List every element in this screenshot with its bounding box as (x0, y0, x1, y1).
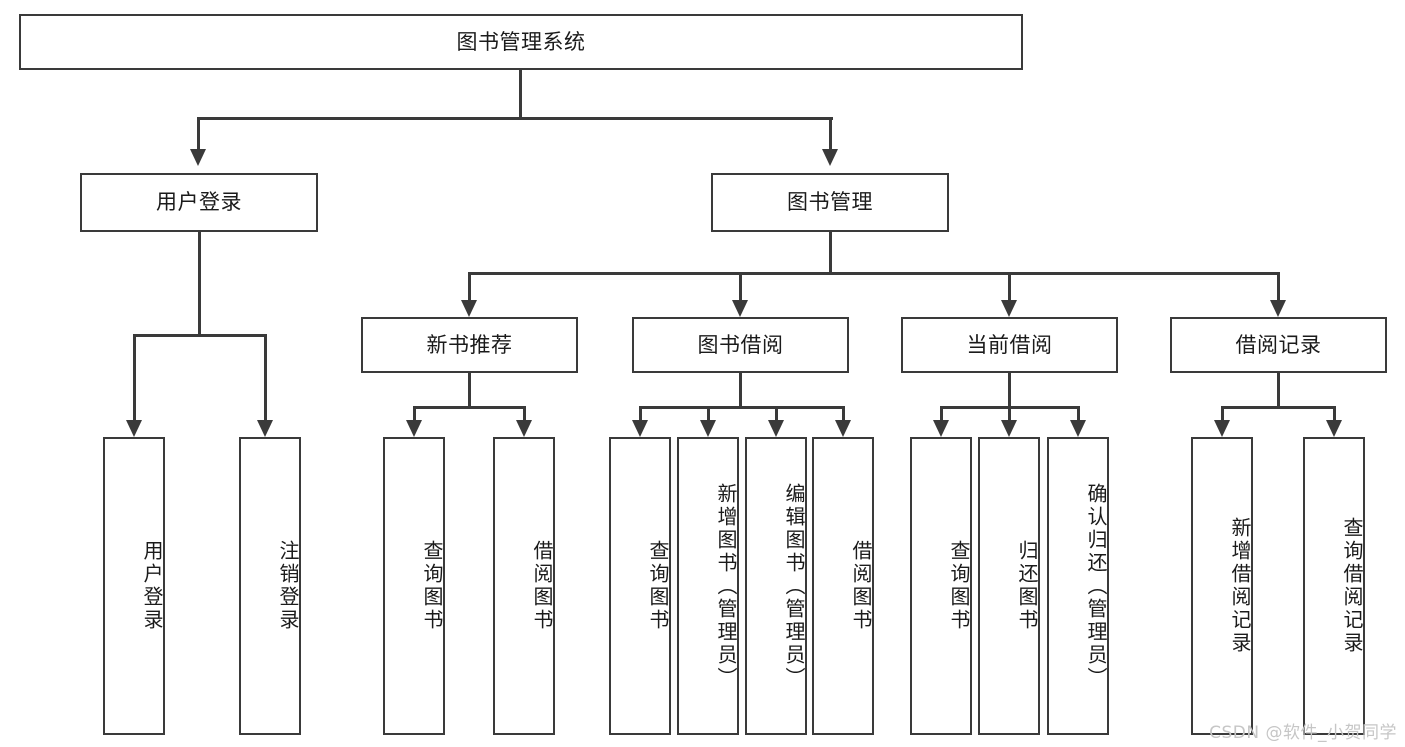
arrowhead-user-login (190, 149, 206, 166)
node-current-borrow[interactable]: 当前借阅 (901, 317, 1118, 373)
arrowhead-new-book-leaf-2 (516, 420, 532, 437)
arrowhead-current-borrow-leaf-2 (1001, 420, 1017, 437)
node-label: 查询图书 (646, 540, 670, 632)
arrowhead-book-manage (822, 149, 838, 166)
connector-current-borrow-stem (1008, 373, 1011, 409)
arrowhead-borrow-record-leaf-1 (1214, 420, 1230, 437)
arrowhead-l3-book-borrow (732, 300, 748, 317)
connector-borrow-record-stem (1277, 373, 1280, 409)
leaf-current-borrow-return[interactable]: 归还图书 (978, 437, 1040, 735)
leaf-new-book-borrow[interactable]: 借阅图书 (493, 437, 555, 735)
leaf-book-borrow-borrow[interactable]: 借阅图书 (812, 437, 874, 735)
connector-new-book-to-leaf-2 (523, 406, 526, 420)
node-label: 借阅记录 (1235, 332, 1322, 357)
leaf-new-book-query[interactable]: 查询图书 (383, 437, 445, 735)
connector-user-login-stem (198, 232, 201, 336)
node-root-system[interactable]: 图书管理系统 (19, 14, 1023, 70)
node-label: 确认归还（管理员） (1084, 482, 1108, 690)
arrowhead-book-borrow-leaf-3 (768, 420, 784, 437)
leaf-current-borrow-confirm-return[interactable]: 确认归还（管理员） (1047, 437, 1109, 735)
node-label: 图书管理系统 (456, 29, 586, 54)
connector-root-to-user-login (197, 117, 200, 149)
node-label: 编辑图书（管理员） (782, 482, 806, 690)
connector-borrow-record-to-leaf-2 (1333, 406, 1336, 420)
connector-book-borrow-stem (739, 373, 742, 409)
connector-borrow-record-bus (1221, 406, 1336, 409)
connector-book-manage-to-l3-1 (468, 272, 471, 300)
leaf-borrow-record-add[interactable]: 新增借阅记录 (1191, 437, 1253, 735)
node-new-book-recommend[interactable]: 新书推荐 (361, 317, 578, 373)
connector-user-login-to-leaf-1 (133, 334, 136, 420)
arrowhead-current-borrow-leaf-3 (1070, 420, 1086, 437)
connector-book-borrow-to-leaf-3 (775, 406, 778, 420)
leaf-user-login-logout[interactable]: 注销登录 (239, 437, 301, 735)
connector-new-book-stem (468, 373, 471, 409)
leaf-book-borrow-add[interactable]: 新增图书（管理员） (677, 437, 739, 735)
connector-new-book-to-leaf-1 (413, 406, 416, 420)
node-label: 查询图书 (947, 540, 971, 632)
connector-current-borrow-to-leaf-3 (1077, 406, 1080, 420)
node-label: 新增图书（管理员） (714, 482, 738, 690)
leaf-current-borrow-query[interactable]: 查询图书 (910, 437, 972, 735)
node-user-login[interactable]: 用户登录 (80, 173, 318, 232)
leaf-user-login-login[interactable]: 用户登录 (103, 437, 165, 735)
node-label: 查询图书 (420, 540, 444, 632)
arrowhead-book-borrow-leaf-4 (835, 420, 851, 437)
arrowhead-l3-current-borrow (1001, 300, 1017, 317)
arrowhead-current-borrow-leaf-1 (933, 420, 949, 437)
arrowhead-borrow-record-leaf-2 (1326, 420, 1342, 437)
arrowhead-new-book-leaf-1 (406, 420, 422, 437)
connector-root-bus (197, 117, 833, 120)
connector-book-borrow-to-leaf-4 (842, 406, 845, 420)
connector-book-manage-to-l3-4 (1277, 272, 1280, 300)
arrowhead-book-borrow-leaf-1 (632, 420, 648, 437)
arrowhead-user-login-leaf-1 (126, 420, 142, 437)
node-label: 新增借阅记录 (1228, 517, 1252, 655)
node-book-management[interactable]: 图书管理 (711, 173, 949, 232)
node-label: 借阅图书 (530, 540, 554, 632)
node-label: 新书推荐 (426, 332, 513, 357)
connector-new-book-bus (413, 406, 526, 409)
node-label: 查询借阅记录 (1340, 517, 1364, 655)
arrowhead-user-login-leaf-2 (257, 420, 273, 437)
connector-root-to-book-manage (829, 117, 832, 149)
connector-book-borrow-to-leaf-2 (707, 406, 710, 420)
connector-book-manage-stem (829, 232, 832, 274)
arrowhead-l3-new-book (461, 300, 477, 317)
leaf-book-borrow-edit[interactable]: 编辑图书（管理员） (745, 437, 807, 735)
arrowhead-l3-borrow-record (1270, 300, 1286, 317)
connector-book-borrow-to-leaf-1 (639, 406, 642, 420)
node-label: 归还图书 (1015, 540, 1039, 632)
leaf-book-borrow-query[interactable]: 查询图书 (609, 437, 671, 735)
node-label: 用户登录 (140, 540, 164, 632)
node-label: 图书借阅 (697, 332, 784, 357)
arrowhead-book-borrow-leaf-2 (700, 420, 716, 437)
connector-user-login-bus (133, 334, 267, 337)
connector-book-manage-to-l3-2 (739, 272, 742, 300)
node-label: 当前借阅 (966, 332, 1053, 357)
connector-borrow-record-to-leaf-1 (1221, 406, 1224, 420)
connector-book-borrow-bus (639, 406, 845, 409)
leaf-borrow-record-query[interactable]: 查询借阅记录 (1303, 437, 1365, 735)
connector-book-manage-bus (468, 272, 1280, 275)
connector-current-borrow-to-leaf-1 (940, 406, 943, 420)
connector-user-login-to-leaf-2 (264, 334, 267, 420)
connector-root-stem (519, 70, 522, 118)
node-label: 图书管理 (787, 190, 873, 215)
node-book-borrow[interactable]: 图书借阅 (632, 317, 849, 373)
connector-current-borrow-to-leaf-2 (1008, 406, 1011, 420)
watermark-text: CSDN @软件_小贺同学 (1209, 723, 1397, 743)
node-label: 借阅图书 (849, 540, 873, 632)
node-label: 用户登录 (156, 190, 242, 215)
node-label: 注销登录 (276, 540, 300, 632)
connector-book-manage-to-l3-3 (1008, 272, 1011, 300)
node-borrow-record[interactable]: 借阅记录 (1170, 317, 1387, 373)
